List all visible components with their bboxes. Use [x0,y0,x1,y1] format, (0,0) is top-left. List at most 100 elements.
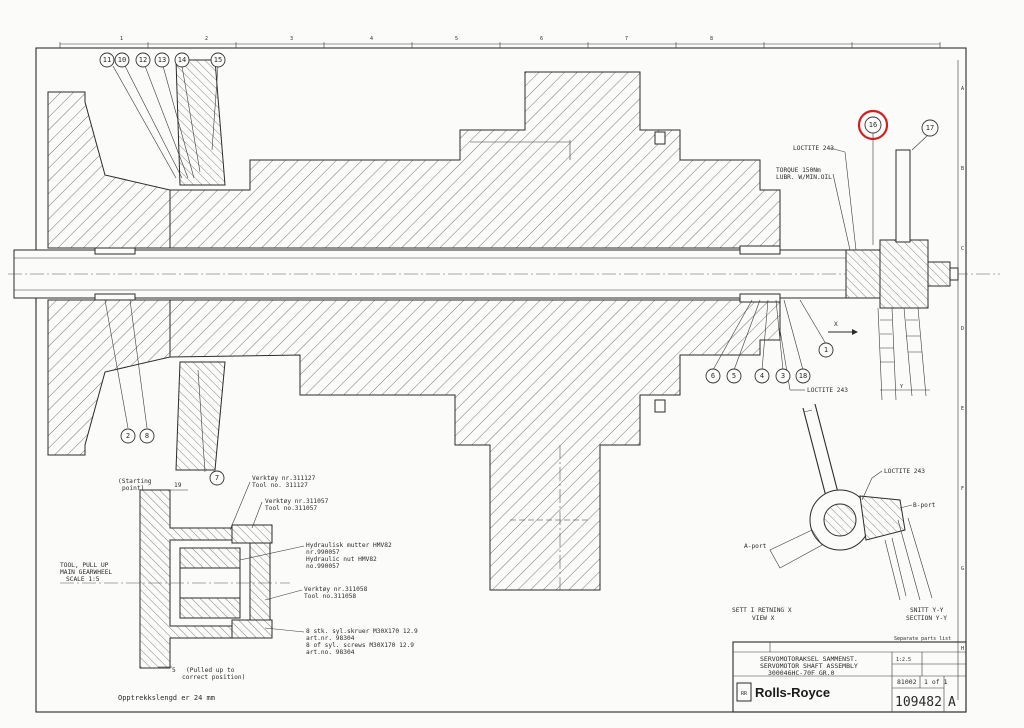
zone-letter: C [961,246,964,252]
svg-text:art.nr. 98304: art.nr. 98304 [306,635,355,642]
zone-letter: H [961,646,964,652]
zone-letter: G [961,566,964,572]
section-caption: SNITT Y-Y [910,607,944,614]
item-balloon [921,119,939,137]
svg-text:7: 7 [215,474,219,482]
torque-note: TORQUE 150Nm [776,167,821,174]
b-port-label: B-port [913,502,936,509]
svg-text:2: 2 [126,432,130,440]
dimension-5: 5 [172,667,176,674]
item-balloon [135,52,151,68]
screws-callout: 8 stk. syl.skruer M30X170 12.9 [306,628,418,635]
zone-number: 4 [370,36,373,42]
pulled-label: (Pulled up to [186,667,235,674]
shaft-assembly-section: Y X [8,59,1000,591]
zone-letter: B [961,166,964,172]
drawing-code: 81002 [897,678,917,686]
section-y-y-view: LOCTITE 243 B-port A-port SETT I RETNING… [732,403,947,622]
item-balloon [210,52,226,68]
pull-length-note: Opptrekkslengd er 24 mm [118,694,215,702]
svg-text:8 of syl. screws M30X170 12.9: 8 of syl. screws M30X170 12.9 [306,642,414,649]
svg-text:12: 12 [139,56,147,64]
svg-text:Hydraulic nut HMV82: Hydraulic nut HMV82 [306,556,377,563]
seal-housing-top [175,59,226,186]
item-balloon [754,368,770,384]
item-balloon [114,52,130,68]
right-zone-ruler: A B C D E F G H [957,60,964,700]
rolls-royce-logo-icon [736,682,752,702]
item-balloon [726,368,742,384]
tool-callout: Verktøy nr.311058 [304,586,368,593]
svg-text:14: 14 [178,56,186,64]
svg-text:no.990057: no.990057 [306,563,340,570]
svg-text:nr.990057: nr.990057 [306,549,340,556]
svg-text:SERVOMOTOR SHAFT ASSEMBLY: SERVOMOTOR SHAFT ASSEMBLY [760,662,858,670]
main-view-notes: LOCTITE 243 TORQUE 150Nm LUBR. W/MIN.OIL… [776,145,857,394]
shaft-body-lower [169,299,781,591]
svg-text:art.no. 98304: art.no. 98304 [306,649,355,656]
svg-text:Tool no.311057: Tool no.311057 [265,505,317,512]
svg-text:1: 1 [824,346,828,354]
zone-number: 8 [710,36,713,42]
view-x-caption: SETT I RETNING X [732,607,792,614]
svg-text:5: 5 [732,372,736,380]
tool-detail-view: (Starting point) 19 TOOL, PULL UP MAIN G… [60,475,418,702]
scale-value: 1:2.5 [896,657,911,663]
separate-parts-label: Separate parts list [894,636,951,642]
tool-view-title: TOOL, PULL UP [60,562,109,569]
hydraulic-hoses [877,307,927,401]
svg-text:16: 16 [869,121,877,129]
end-fitting [879,239,929,309]
tool-callout: Verktøy nr.311057 [265,498,329,505]
svg-text:3: 3 [781,372,785,380]
y-marker: Y [900,384,903,390]
oil-pipe [895,149,911,243]
svg-text:SCALE 1:5: SCALE 1:5 [66,576,100,583]
svg-text:10: 10 [118,56,126,64]
svg-text:Tool no. 311127: Tool no. 311127 [252,482,308,489]
svg-text:point): point) [122,485,144,492]
zone-number: 6 [540,36,543,42]
brand-name: Rolls-Royce [755,685,830,700]
drawing-number: 109482 [895,695,942,710]
zone-number: 7 [625,36,628,42]
item-balloon [775,368,791,384]
top-zone-ruler: 1 2 3 4 5 6 7 8 [59,36,941,48]
zone-letter: D [961,326,964,332]
svg-text:6: 6 [711,372,715,380]
svg-text:15: 15 [214,56,222,64]
dimension-19: 19 [174,482,182,489]
seal-housing-bottom [175,361,226,471]
drawing-title: SERVOMOTORAKSEL SAMMENST. [760,655,858,663]
item-balloon [209,470,225,486]
svg-text:17: 17 [926,124,934,132]
item-balloon [705,368,721,384]
item-balloon [139,428,155,444]
title-block: Separate parts list SERVOMOTORAKSEL SAMM… [732,636,967,713]
item-balloon [864,116,882,134]
item-balloon [120,428,136,444]
item-balloon [818,342,834,358]
svg-text:4: 4 [760,372,764,380]
zone-letter: E [961,406,964,412]
zone-number: 2 [205,36,208,42]
highlight-circle [857,109,889,141]
sheet-number: 1 of 1 [924,678,948,686]
item-balloon [154,52,170,68]
a-port-label: A-port [744,543,767,550]
loctite-note: LOCTITE 243 [884,468,925,475]
hydraulic-nut-callout: Hydraulisk mutter HMV82 [306,542,392,549]
zone-number: 1 [120,36,123,42]
item-balloon [795,368,811,384]
svg-text:300046HC-70F GR.0: 300046HC-70F GR.0 [768,669,835,677]
left-flange-upper [47,91,171,249]
tool-callout: Verktøy nr.311127 [252,475,316,482]
end-nut [845,249,881,299]
lubrication-note: LUBR. W/MIN.OIL [776,174,832,181]
svg-text:Tool no.311058: Tool no.311058 [304,593,356,600]
svg-text:11: 11 [103,56,111,64]
svg-text:SECTION Y-Y: SECTION Y-Y [906,615,947,622]
item-balloon [174,52,190,68]
